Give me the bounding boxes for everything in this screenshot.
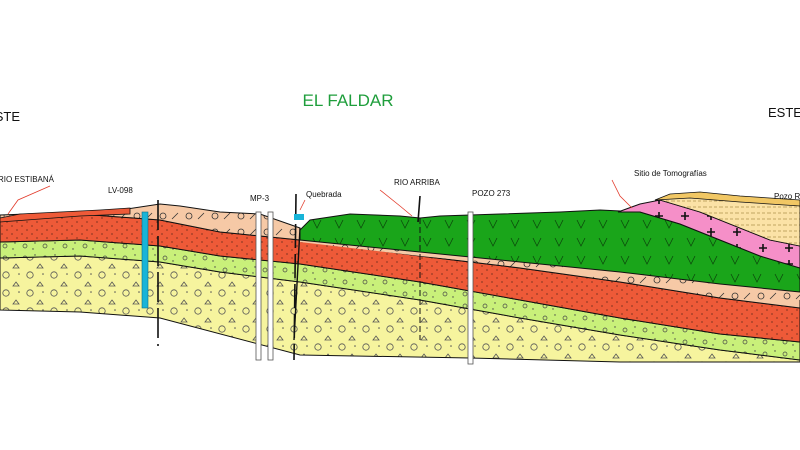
water-marker — [294, 214, 304, 220]
label-tomografias: Sitio de Tomografías — [634, 169, 707, 178]
label-pozo-r: Pozo R — [774, 192, 800, 201]
borehole-pozo-273 — [467, 211, 474, 365]
borehole-mp-3-b — [267, 211, 274, 361]
label-rio-estibana: RIO ESTIBANÁ — [0, 175, 55, 184]
label-pozo-273: POZO 273 — [472, 189, 511, 198]
leader-rio-arriba — [379, 189, 413, 217]
label-rio-arriba: RIO ARRIBA — [394, 178, 440, 187]
borehole-lv-098 — [141, 211, 149, 309]
leader-rio-estibana — [7, 185, 51, 215]
red-surface-band — [0, 207, 131, 223]
borehole-mp-3-a — [255, 211, 262, 361]
gold-cap-unit — [654, 191, 800, 207]
label-lv-098: LV-098 — [108, 186, 133, 195]
label-quebrada: Quebrada — [306, 190, 342, 199]
borehole-rio-arriba — [417, 195, 421, 223]
page-title: EL FALDAR — [302, 91, 393, 110]
orientation-east: ESTE — [768, 105, 800, 120]
label-mp-3: MP-3 — [250, 194, 270, 203]
leader-tomografias — [611, 179, 633, 209]
leader-quebrada — [299, 199, 306, 211]
borehole-quebrada — [293, 193, 297, 361]
orientation-west: OESTE — [0, 109, 20, 124]
peach-band — [300, 240, 800, 300]
